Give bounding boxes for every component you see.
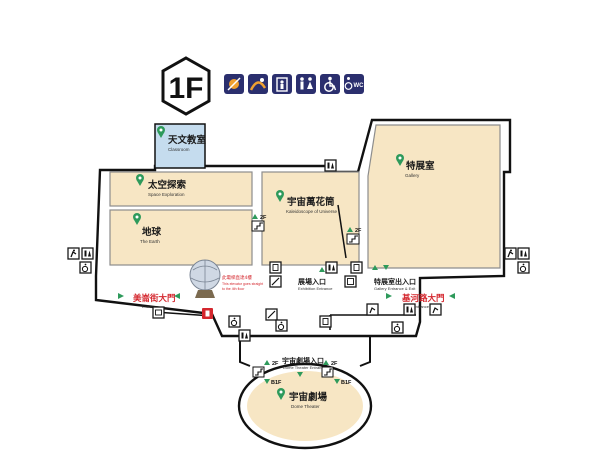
room-label-en: The Earth — [140, 239, 160, 244]
elevator-icon — [272, 74, 292, 94]
restroom-icon — [296, 74, 316, 94]
right-entrance-label: 基河路大門 — [401, 293, 445, 304]
room-label: 宇宙萬花筒 — [287, 196, 335, 208]
globe-caption: 此電梯直達4樓 This elevator goes straight to t… — [222, 274, 263, 291]
map-pin-icon — [276, 190, 284, 202]
dome-corridor — [239, 336, 371, 367]
floor-marker-label: 2F — [272, 361, 279, 367]
emergency-exit-icon — [366, 303, 379, 316]
left-entrance-label: 美崙街大門 — [133, 293, 176, 304]
room-space-exploration[interactable]: 太空探索 Space Exploration — [109, 171, 253, 207]
restroom-icon — [238, 329, 251, 342]
room-classroom[interactable]: 天文教室 Classroom — [154, 123, 207, 169]
floor-marker-label: B1F — [341, 380, 352, 386]
restroom-icon — [324, 159, 337, 172]
right-main-entrance[interactable]: 基河路大門 Entrance — [386, 293, 455, 309]
room-label: 宇宙劇場 — [289, 391, 328, 403]
exhibition-entrance-label-en: Exhibition Entrance — [298, 286, 333, 291]
globe-caption-zh: 此電梯直達4樓 — [222, 274, 252, 281]
room-dome-theater[interactable]: 宇宙劇場 Dome Theater — [237, 362, 373, 450]
room-the-earth[interactable]: 地球 The Earth — [109, 209, 253, 266]
escalator-icon — [265, 308, 278, 321]
floor-marker-label: 2F — [331, 361, 338, 367]
room-kaleidoscope[interactable]: 宇宙萬花筒 Kaleidoscope of Universe — [261, 171, 360, 266]
exhibition-entrance-label: 展場入口 — [297, 277, 326, 286]
up-2f-marker[interactable]: 2F — [346, 227, 362, 245]
accessible-icon — [79, 261, 92, 274]
building-outline — [94, 118, 512, 338]
stairs-icon — [251, 220, 265, 232]
globe-elevator[interactable] — [189, 259, 221, 298]
room-label: 地球 — [142, 226, 162, 238]
up-2f-marker[interactable]: 2F B1F — [321, 360, 352, 386]
floor-label: 1F — [168, 72, 203, 105]
left-main-entrance[interactable]: 美崙街大門 Entrance — [118, 293, 180, 309]
floor-marker-label: B1F — [271, 380, 282, 386]
gallery-entrance-label-en: Gallery Entrance & Exit — [374, 286, 416, 291]
globe-caption-en-2: to the 4th floor — [222, 287, 245, 291]
map-pin-icon — [157, 126, 165, 138]
left-entrance-label-en: Entrance — [142, 304, 159, 309]
elevator-icon — [319, 315, 332, 328]
dome-theater-entrance-label-en: Dome Theater Entrance — [283, 365, 326, 370]
emergency-exit-icon — [67, 247, 80, 260]
emergency-exit-icon — [504, 247, 517, 260]
elevator-icon — [350, 261, 363, 274]
wc-label: WC — [354, 83, 365, 89]
room-label-en: Kaleidoscope of Universe — [286, 209, 338, 214]
stairs-icon — [346, 233, 360, 245]
room-label-en: Gallery — [405, 173, 420, 178]
stairs-icon — [321, 366, 334, 378]
floor-marker-label: 2F — [260, 215, 267, 221]
ticket-icon — [152, 306, 165, 319]
room-gallery[interactable]: 特展室 Gallery — [367, 124, 501, 269]
room-label-en: Dome Theater — [291, 404, 320, 409]
dome-theater-entrance[interactable]: 宇宙劇場入口 Dome Theater Entrance — [282, 356, 326, 377]
accessible-icon — [517, 261, 530, 274]
telescope-icon — [224, 74, 244, 94]
restroom-icon — [403, 303, 416, 316]
gallery-entrance-label: 特展室出入口 — [374, 277, 416, 286]
escalator-icon — [269, 275, 282, 288]
exhibition-entrance[interactable]: 展場入口 Exhibition Entrance — [297, 267, 333, 291]
emergency-exit-icon — [429, 303, 442, 316]
gallery-entrance[interactable]: 特展室出入口 Gallery Entrance & Exit — [372, 265, 416, 291]
room-label: 天文教室 — [168, 134, 207, 146]
accessible-icon — [391, 321, 404, 334]
floor-badge: 1F — [161, 56, 211, 116]
planetarium-icon — [248, 74, 268, 94]
restroom-icon — [325, 261, 338, 274]
locker-icon — [344, 275, 357, 288]
room-label: 太空探索 — [148, 179, 187, 191]
accessible-wc-icon: WC — [344, 74, 364, 94]
map-pin-icon — [277, 388, 285, 400]
map-pin-icon — [133, 213, 141, 225]
room-label-en: Classroom — [168, 147, 190, 152]
stairs-icon — [252, 366, 265, 378]
floor-marker-label: 2F — [355, 228, 362, 234]
map-pin-icon — [396, 154, 404, 166]
restroom-icon — [81, 247, 94, 260]
legend-icon-bar: WC — [224, 74, 364, 94]
accessible-icon — [320, 74, 340, 94]
dome-theater-entrance-label: 宇宙劇場入口 — [282, 356, 324, 365]
room-label: 特展室 — [406, 160, 435, 172]
restroom-icon — [517, 247, 530, 260]
globe-caption-en-1: This elevator goes straight — [222, 282, 263, 286]
up-2f-marker[interactable]: 2F — [251, 214, 267, 232]
room-label-en: Space Exploration — [148, 192, 185, 197]
map-pin-icon — [136, 174, 144, 186]
accessible-icon — [275, 319, 288, 332]
accessible-icon — [228, 315, 241, 328]
right-entrance-label-en: Entrance — [413, 304, 430, 309]
elevator-icon — [269, 261, 282, 274]
fire-extinguisher-icon — [202, 308, 213, 319]
up-2f-marker[interactable]: 2F B1F — [252, 360, 282, 386]
